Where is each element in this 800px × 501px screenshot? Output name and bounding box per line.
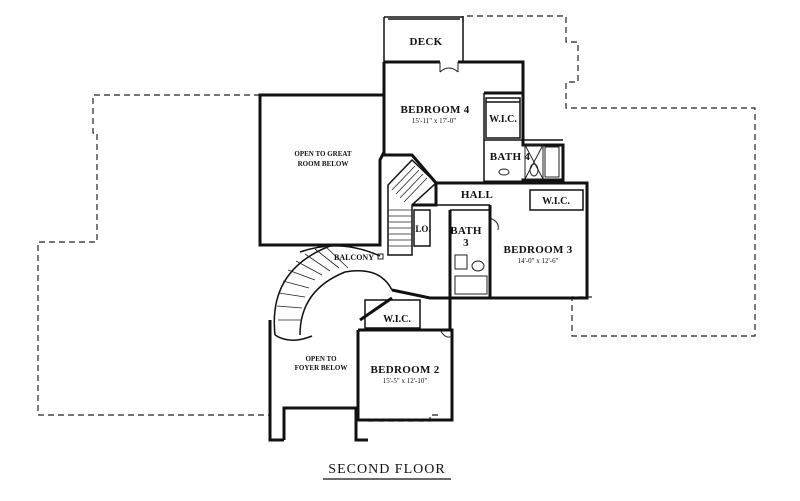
wic-bedroom-3: W.I.C. bbox=[529, 189, 584, 211]
bedroom-2-dims: 15'-5" x 12'-10" bbox=[383, 377, 428, 385]
deck: DECK bbox=[383, 16, 464, 62]
open-foyer-label-2: FOYER BELOW bbox=[295, 364, 348, 372]
hall: HALL bbox=[412, 181, 589, 210]
bedroom-4-dims: 15'-11" x 17'-0" bbox=[412, 117, 456, 125]
wic-bedroom-3-label: W.I.C. bbox=[542, 196, 570, 207]
open-foyer-label-1: OPEN TO bbox=[305, 355, 337, 363]
deck-label: DECK bbox=[410, 36, 443, 48]
upper-stair bbox=[387, 158, 438, 256]
bedroom-4-label: BEDROOM 4 bbox=[400, 104, 469, 116]
bath-3-label-1: BATH bbox=[450, 225, 482, 237]
bath-4: BATH 4 bbox=[484, 139, 563, 180]
bedroom-2-label: BEDROOM 2 bbox=[370, 364, 439, 376]
first-floor-outline bbox=[37, 15, 756, 422]
plan-title: SECOND FLOOR bbox=[323, 462, 451, 480]
bedroom-4: BEDROOM 4 15'-11" x 17'-0" bbox=[382, 60, 565, 185]
bedroom-3: BEDROOM 3 14'-0" x 12'-6" bbox=[488, 205, 589, 300]
linen-closet: LO. bbox=[413, 209, 431, 247]
balcony-label: BALCONY bbox=[334, 253, 374, 262]
bedroom-3-dims: 14'-0" x 12'-6" bbox=[518, 257, 559, 265]
bath-3: BATH 3 bbox=[448, 209, 492, 300]
open-great-label-1: OPEN TO GREAT bbox=[294, 150, 352, 158]
bedroom-3-label: BEDROOM 3 bbox=[503, 244, 572, 256]
wic-bedroom-2: W.I.C. bbox=[364, 299, 421, 329]
open-great-label-2: ROOM BELOW bbox=[298, 160, 349, 168]
bath-3-label-2: 3 bbox=[463, 237, 469, 249]
wic-bedroom-4: W.I.C. bbox=[485, 97, 521, 139]
wic-bedroom-4-label: W.I.C. bbox=[489, 114, 517, 125]
plan-title-text: SECOND FLOOR bbox=[328, 462, 445, 477]
curved-staircase bbox=[273, 245, 393, 341]
linen-closet-label: LO. bbox=[415, 224, 430, 234]
bath-4-label: BATH 4 bbox=[490, 151, 531, 163]
bedroom-2: BEDROOM 2 15'-5" x 12'-10" bbox=[356, 328, 454, 422]
hall-label: HALL bbox=[461, 189, 493, 201]
balcony: BALCONY bbox=[299, 245, 384, 262]
open-to-great-room: OPEN TO GREAT ROOM BELOW bbox=[258, 93, 386, 247]
wic-bedroom-2-label: W.I.C. bbox=[383, 314, 411, 325]
